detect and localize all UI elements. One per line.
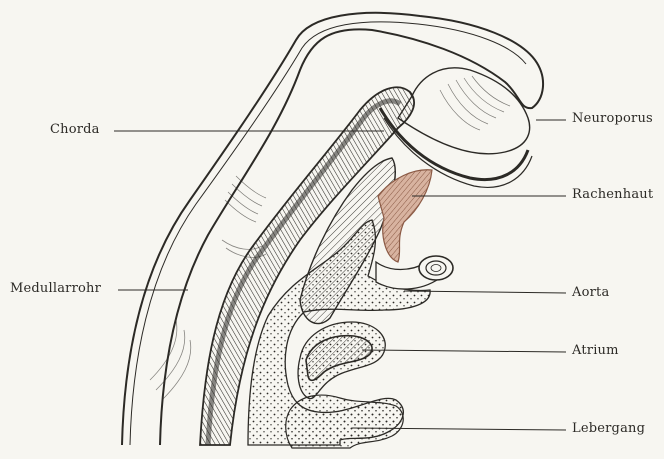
label-atrium: Atrium bbox=[572, 343, 619, 358]
aorta-opening bbox=[419, 256, 453, 280]
label-rachenhaut: Rachenhaut bbox=[572, 187, 653, 202]
label-lebergang: Lebergang bbox=[572, 421, 645, 436]
label-neuroporus: Neuroporus bbox=[572, 111, 653, 126]
leader-atrium bbox=[362, 350, 566, 352]
label-medullarrohr: Medullarrohr bbox=[10, 281, 101, 296]
forebrain bbox=[398, 68, 530, 154]
label-aorta: Aorta bbox=[572, 285, 609, 300]
lebergang-bud bbox=[286, 395, 404, 448]
label-chorda: Chorda bbox=[50, 122, 100, 137]
